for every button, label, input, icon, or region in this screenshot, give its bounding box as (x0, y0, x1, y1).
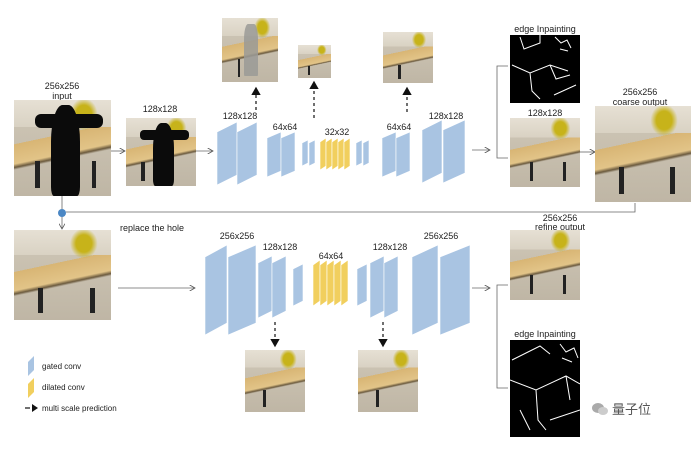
input-label: input (52, 91, 72, 101)
edge-map-top (510, 35, 580, 103)
ref-label-2: 128x128 (262, 242, 298, 252)
dilated-conv-block (312, 259, 321, 307)
gated-conv-block (369, 255, 385, 319)
scale-prediction-1 (222, 18, 278, 82)
enc-label-4: 64x64 (386, 122, 412, 132)
edge-map-bottom (509, 340, 581, 437)
input-size-label: 256x256 (44, 81, 80, 91)
gated-conv-block (356, 263, 368, 307)
legend-swatches (25, 356, 38, 412)
dilated-conv-block (333, 259, 342, 307)
watermark-text: 量子位 (612, 402, 652, 417)
legend-gated-conv: gated conv (42, 362, 82, 371)
output-128-label: 128x128 (527, 108, 563, 118)
enc-label-2: 64x64 (272, 122, 298, 132)
downsampled-label: 128x128 (142, 104, 178, 114)
enc-label-5: 128x128 (428, 111, 464, 121)
gated-conv-block (383, 255, 399, 319)
coarse-output-label: coarse output (612, 97, 668, 107)
gated-conv-block (421, 119, 443, 184)
scale-prediction-2 (298, 45, 331, 78)
ref-label-3: 64x64 (318, 251, 344, 261)
gated-conv-block (292, 263, 304, 307)
refine-output-label: refine output (534, 222, 586, 232)
dilated-conv-block (337, 137, 345, 171)
multi-scale-arrows (251, 80, 412, 348)
watermark: 量子位 (592, 399, 651, 418)
wechat-icon (592, 402, 608, 415)
gated-conv-block (266, 131, 282, 178)
enc-label-3: 32x32 (324, 127, 350, 137)
merge-node (58, 209, 66, 217)
enc-label-1: 128x128 (222, 111, 258, 121)
gated-conv-block (204, 244, 228, 336)
legend-multi-scale: multi scale prediction (42, 404, 117, 413)
gated-conv-block (395, 131, 411, 178)
gated-conv-block (355, 139, 363, 167)
dilated-conv-block (331, 137, 339, 171)
ref-label-1: 256x256 (219, 231, 255, 241)
gated-conv-block (227, 244, 257, 336)
refine-scale-prediction-2 (358, 350, 418, 412)
gated-conv-block (381, 131, 397, 178)
refine-scale-prediction-1 (245, 350, 305, 412)
gated-conv-block (362, 139, 370, 167)
gated-conv-block (439, 244, 471, 336)
dilated-conv-block (343, 137, 351, 171)
edge-label-top: edge Inpainting (514, 24, 576, 34)
legend-dilated-conv: dilated conv (42, 383, 85, 392)
refine-output-image (510, 230, 580, 300)
dilated-conv-block (319, 259, 328, 307)
gated-conv-block (411, 244, 439, 336)
coarse-output-image (595, 106, 691, 202)
coarse-size-label: 256x256 (622, 87, 658, 97)
dilated-conv-block (325, 137, 333, 171)
gated-conv-block (271, 255, 287, 319)
dilated-conv-block (326, 259, 335, 307)
gated-conv-block (442, 119, 466, 184)
gated-conv-block (308, 139, 316, 167)
scale-prediction-3 (383, 32, 433, 83)
flow-arrows (62, 65, 636, 389)
downsampled-input-image (126, 118, 196, 186)
edge-label-bottom: edge Inpainting (514, 329, 576, 339)
merged-input-image (14, 230, 111, 320)
gated-conv-block (236, 121, 258, 186)
input-image (14, 100, 111, 196)
dilated-conv-block (319, 137, 327, 171)
gated-conv-block (216, 121, 238, 186)
replace-hole-label: replace the hole (119, 223, 185, 233)
ref-label-5: 256x256 (423, 231, 459, 241)
dilated-conv-block (340, 259, 349, 307)
ref-label-4: 128x128 (372, 242, 408, 252)
gated-conv-block (301, 139, 309, 167)
refine-size-label: 256x256 (542, 213, 578, 223)
output-128-image (510, 118, 580, 187)
gated-conv-block (280, 131, 296, 178)
conv-blocks (204, 119, 471, 336)
gated-conv-block (257, 255, 273, 319)
